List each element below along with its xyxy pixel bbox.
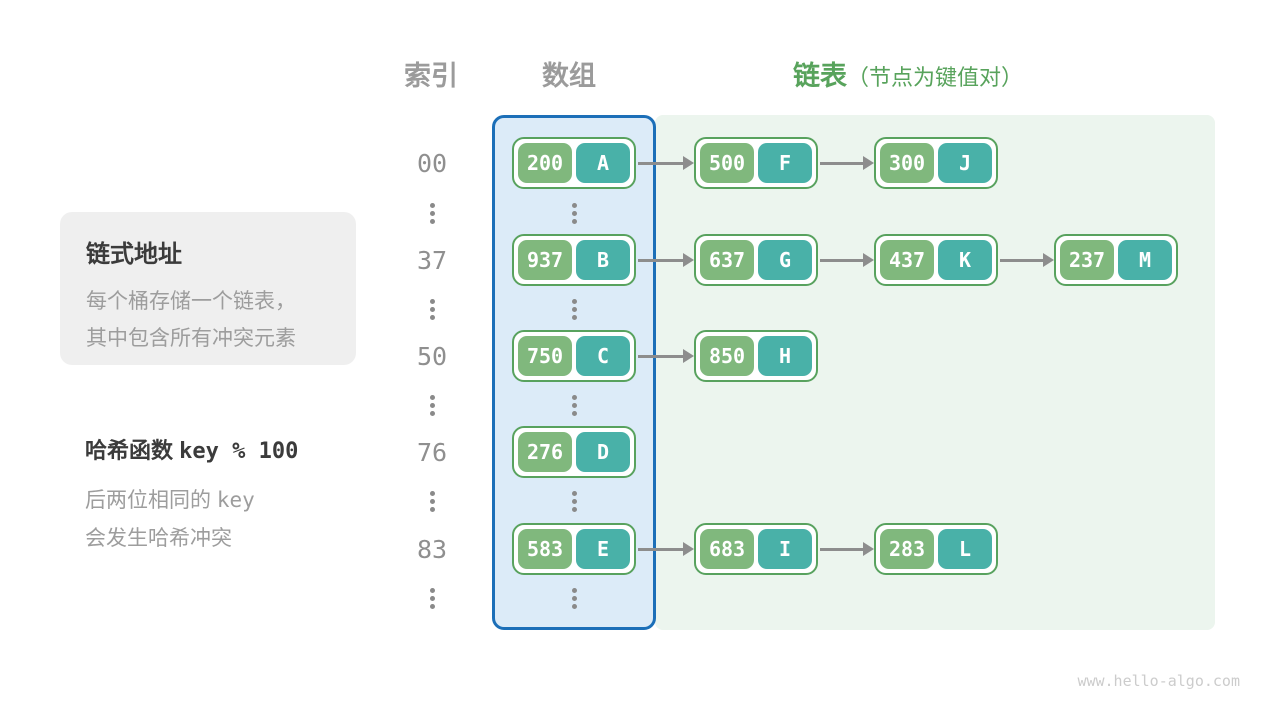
node-value: B [576, 240, 630, 280]
kv-node-bucket: 750 C [512, 330, 636, 382]
hash-note-line-1-text: 后两位相同的 [85, 489, 211, 512]
node-value: G [758, 240, 812, 280]
header-linked-list-note: （节点为键值对） [847, 65, 1024, 90]
chaining-info-box: 链式地址 每个桶存储一个链表， 其中包含所有冲突元素 [60, 212, 356, 365]
node-value: L [938, 529, 992, 569]
index-label: 50 [416, 342, 448, 371]
node-value: J [938, 143, 992, 183]
node-key: 300 [880, 143, 934, 183]
node-value: D [576, 432, 630, 472]
kv-node-chain: 637 G [694, 234, 818, 286]
chaining-line-1: 每个桶存储一个链表， [86, 290, 296, 313]
chaining-title: 链式地址 [86, 241, 182, 268]
header-linked-list-label: 链表 [793, 61, 847, 91]
kv-node-chain: 300 J [874, 137, 998, 189]
ellipsis-icon [429, 395, 435, 416]
ellipsis-icon [429, 491, 435, 512]
hash-note-line-1: 后两位相同的 key [85, 481, 385, 520]
node-value: A [576, 143, 630, 183]
hash-note-line-2: 会发生哈希冲突 [85, 527, 232, 550]
site-watermark: www.hello-algo.com [1077, 672, 1240, 690]
kv-node-chain: 437 K [874, 234, 998, 286]
ellipsis-icon [571, 203, 577, 224]
node-key: 850 [700, 336, 754, 376]
node-key: 283 [880, 529, 934, 569]
node-key: 200 [518, 143, 572, 183]
header-array: 数组 [542, 61, 596, 91]
node-value: I [758, 529, 812, 569]
ellipsis-icon [571, 588, 577, 609]
header-index: 索引 [404, 61, 458, 91]
hash-function-title-text: 哈希函数 [85, 438, 174, 463]
kv-node-chain: 283 L [874, 523, 998, 575]
node-key: 637 [700, 240, 754, 280]
kv-node-chain: 237 M [1054, 234, 1178, 286]
node-key: 583 [518, 529, 572, 569]
node-value: E [576, 529, 630, 569]
node-key: 750 [518, 336, 572, 376]
node-value: F [758, 143, 812, 183]
node-value: H [758, 336, 812, 376]
node-key: 937 [518, 240, 572, 280]
kv-node-bucket: 583 E [512, 523, 636, 575]
node-key: 683 [700, 529, 754, 569]
hash-function-note: 哈希函数 key % 100 后两位相同的 key 会发生哈希冲突 [85, 433, 385, 558]
ellipsis-icon [429, 203, 435, 224]
index-label: 37 [416, 246, 448, 275]
node-value: C [576, 336, 630, 376]
node-value: K [938, 240, 992, 280]
hash-function-title-code: key % 100 [179, 439, 299, 464]
kv-node-bucket: 937 B [512, 234, 636, 286]
hash-function-title: 哈希函数 key % 100 [85, 433, 385, 465]
index-label: 83 [416, 535, 448, 564]
ellipsis-icon [429, 299, 435, 320]
kv-node-chain: 500 F [694, 137, 818, 189]
kv-node-chain: 850 H [694, 330, 818, 382]
ellipsis-icon [571, 395, 577, 416]
node-key: 237 [1060, 240, 1114, 280]
kv-node-bucket: 200 A [512, 137, 636, 189]
header-linked-list: 链表 （节点为键值对） [793, 54, 1023, 93]
ellipsis-icon [571, 491, 577, 512]
ellipsis-icon [571, 299, 577, 320]
node-value: M [1118, 240, 1172, 280]
index-label: 00 [416, 149, 448, 178]
kv-node-chain: 683 I [694, 523, 818, 575]
kv-node-bucket: 276 D [512, 426, 636, 478]
chaining-line-2: 其中包含所有冲突元素 [86, 327, 296, 350]
node-key: 276 [518, 432, 572, 472]
node-key: 500 [700, 143, 754, 183]
index-label: 76 [416, 438, 448, 467]
node-key: 437 [880, 240, 934, 280]
ellipsis-icon [429, 588, 435, 609]
hash-note-line-1-code: key [216, 488, 255, 512]
